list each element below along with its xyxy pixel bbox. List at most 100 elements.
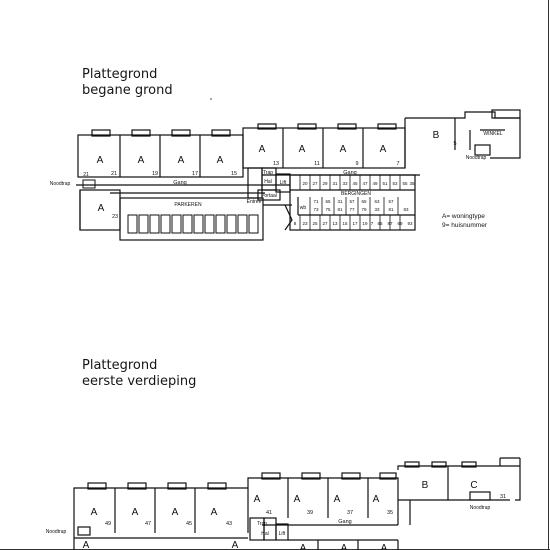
storage-number: 29 xyxy=(322,181,328,186)
first-type-label: A xyxy=(381,543,388,550)
first-house-number: 35 xyxy=(387,510,393,516)
ground-house-number: 13 xyxy=(273,161,279,167)
first-type-label: A xyxy=(132,507,139,518)
right-wing-outline xyxy=(405,111,521,159)
storage-number: 25 xyxy=(312,221,318,226)
ground-floor-heading-line1: Plattegrond xyxy=(82,67,158,82)
first-type-label: A xyxy=(91,507,98,518)
lift-label: Lift xyxy=(280,180,287,186)
first-type-label: A xyxy=(83,540,90,550)
ground-type-label: B xyxy=(433,130,440,141)
storage-number: 53 xyxy=(392,181,398,186)
storage-number: 31 xyxy=(332,181,338,186)
storage-number: 23 xyxy=(302,221,308,226)
first-left-noodtrap-box xyxy=(77,526,91,536)
first-noodtrap-right-label: Noodtrap xyxy=(470,505,491,511)
storage-number: 65 xyxy=(325,199,331,204)
storage-number: 81 xyxy=(337,207,343,212)
parkeren-label: PARKEREN xyxy=(174,202,202,208)
storage-number: 93 xyxy=(407,221,413,226)
first-right-noodtrap-box xyxy=(469,491,491,501)
legend-house-type: A= woningtype xyxy=(442,213,485,220)
first-lift-label: Lift xyxy=(279,531,286,537)
ground-type-label: A xyxy=(380,144,387,155)
parking-area xyxy=(119,197,264,241)
gang-right-label: Gang xyxy=(343,170,356,176)
first-gang-label: Gang xyxy=(338,519,351,525)
storage-number: 33 xyxy=(342,181,348,186)
first-type-label: A xyxy=(172,507,179,518)
ground-house-number: 9 xyxy=(355,161,358,167)
storage-number: 15 xyxy=(342,221,348,226)
first-house-number: 39 xyxy=(307,510,313,516)
storage-number: 20 xyxy=(302,181,308,186)
storage-block xyxy=(289,174,416,231)
wall-number: 21 xyxy=(83,172,89,178)
storage-number: 77 xyxy=(349,207,355,212)
storage-number: 71 xyxy=(313,199,319,204)
first-trap-label: Trap xyxy=(257,521,267,527)
first-left-wing-outline xyxy=(73,487,249,550)
storage-number: 8 xyxy=(294,221,297,226)
storage-number: 19 xyxy=(362,221,368,226)
first-house-number: 49 xyxy=(105,521,111,527)
ground-type-label: A xyxy=(299,144,306,155)
first-type-label: A xyxy=(341,543,348,550)
storage-number: 47 xyxy=(362,181,368,186)
storage-number: 7 xyxy=(371,221,374,226)
storage-number: 57 xyxy=(349,199,355,204)
first-noodtrap-left-label: Noodtrap xyxy=(46,529,67,535)
first-floor-heading: Plattegrond eerste verdieping xyxy=(82,358,196,390)
storage-number: 49 xyxy=(372,181,378,186)
storage-number: 35 xyxy=(409,181,415,186)
first-middle-wing-outline xyxy=(247,477,399,525)
ground-house-number: 19 xyxy=(152,171,158,177)
storage-number: 65 xyxy=(361,199,367,204)
first-house-number: 47 xyxy=(145,521,151,527)
noodtrap-left-label: Noodtrap xyxy=(50,181,71,187)
legend: A= woningtype 9= huisnummer xyxy=(442,212,487,230)
ground-house-number: 5 xyxy=(453,141,456,147)
ground-floor-heading-line2: begane grond xyxy=(82,83,173,98)
storage-number: 87 xyxy=(387,221,393,226)
portaal-label: Portaal xyxy=(261,193,277,199)
ground-house-number: 21 xyxy=(111,171,117,177)
first-floor-heading-line1: Plattegrond xyxy=(82,358,158,373)
ground-house-number: 17 xyxy=(192,171,198,177)
bergingen-label: BERGINGEN xyxy=(341,191,371,197)
ground-house-number: 7 xyxy=(396,161,399,167)
storage-number: 73 xyxy=(313,207,319,212)
first-type-label: B xyxy=(422,480,429,491)
noodtrap-right-label: Noodtrap xyxy=(466,155,487,161)
storage-number: 33 xyxy=(374,207,380,212)
entree-label: Entree xyxy=(247,199,262,205)
first-house-number: 37 xyxy=(347,510,353,516)
first-type-label: A xyxy=(232,540,239,550)
storage-number: 27 xyxy=(322,221,328,226)
storage-number: 17 xyxy=(352,221,358,226)
first-type-label: A xyxy=(254,494,261,505)
ground-type-label: A xyxy=(178,155,185,166)
wb-label: wb xyxy=(300,205,307,211)
first-house-number: 41 xyxy=(266,510,272,516)
first-lift-core xyxy=(275,523,289,541)
ground-floor-heading: Plattegrond begane grond xyxy=(82,67,173,99)
first-type-label: A xyxy=(294,494,301,505)
ground-type-label: A xyxy=(138,155,145,166)
storage-number: 51 xyxy=(382,181,388,186)
storage-number: 13 xyxy=(332,221,338,226)
storage-number: 63 xyxy=(374,199,380,204)
gang-left-label: Gang xyxy=(173,180,186,186)
hal-label: Hal xyxy=(264,179,272,185)
ground-type-label: A xyxy=(97,155,104,166)
storage-number: 27 xyxy=(312,181,318,186)
portaal-box xyxy=(257,189,281,201)
first-type-label: A xyxy=(373,494,380,505)
winkel-label: WINKEL xyxy=(483,131,502,137)
first-type-label: A xyxy=(300,543,307,550)
first-house-number: 31 xyxy=(500,494,506,500)
ground-type-label: A xyxy=(259,144,266,155)
storage-number: 45 xyxy=(352,181,358,186)
storage-number: 55 xyxy=(402,181,408,186)
